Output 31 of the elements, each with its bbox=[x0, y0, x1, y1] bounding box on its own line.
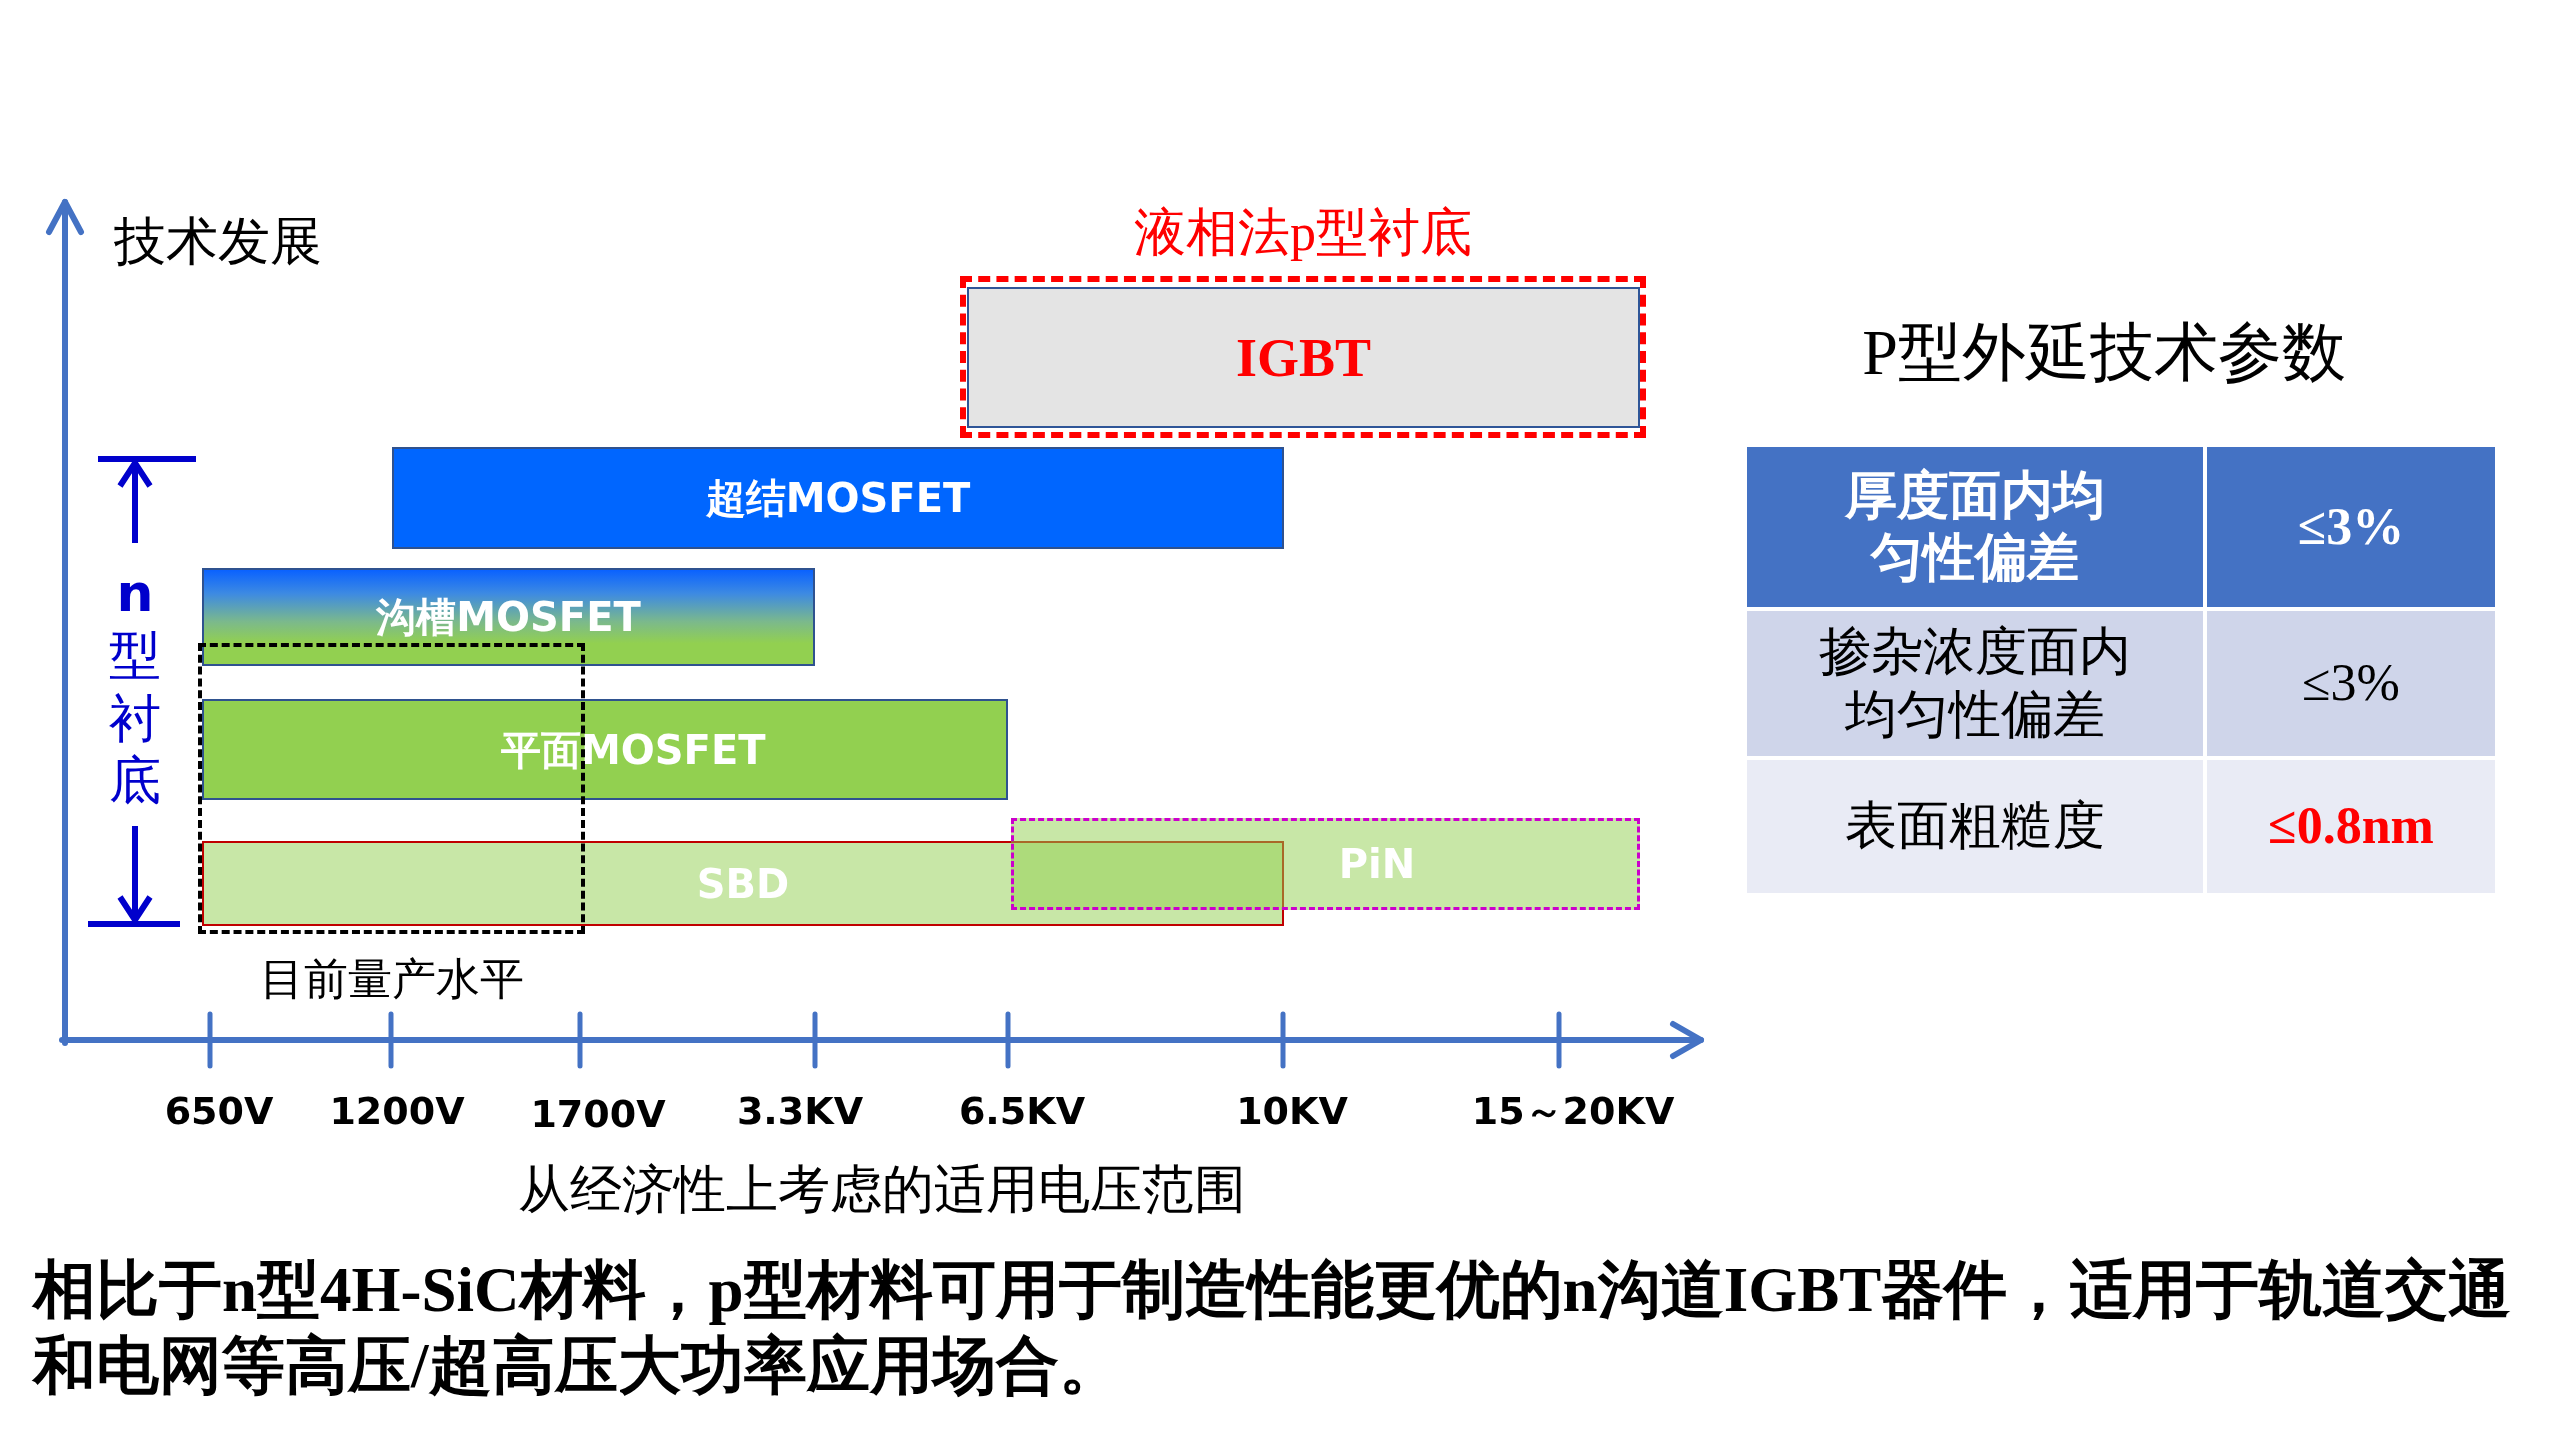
device-bar bbox=[202, 568, 815, 666]
table-header-cell: 厚度面内均匀性偏差 bbox=[1747, 447, 2203, 607]
table-cell: ≤3% bbox=[2207, 611, 2495, 756]
device-bar bbox=[1011, 818, 1640, 910]
tick-label: 6.5KV bbox=[958, 1089, 1086, 1135]
device-bar bbox=[202, 841, 1284, 926]
table-cell: ≤0.8nm bbox=[2207, 760, 2495, 893]
frame-heading: 液相法p型衬底 bbox=[1134, 202, 1472, 263]
bar-label: 超结MOSFET bbox=[705, 474, 971, 522]
tick-label: 15～20KV bbox=[1471, 1089, 1675, 1135]
tick-label: 1700V bbox=[530, 1092, 666, 1138]
tick-label: 650V bbox=[164, 1089, 274, 1135]
bar-label: PiN bbox=[1338, 840, 1416, 888]
bar-label: 沟槽MOSFET bbox=[376, 593, 641, 641]
axis-title: 从经济性上考虑的适用电压范围 bbox=[518, 1159, 1246, 1220]
device-bar bbox=[202, 699, 1008, 800]
caption-text: 相比于n型4H-SiC材料，p型材料可用于制造性能更优的n沟道IGBT器件，适用于轨道交通和电网等高压/超高压大功率应用场合。 bbox=[33, 1254, 2513, 1403]
tick-label: 3.3KV bbox=[736, 1089, 864, 1135]
bar-label: IGBT bbox=[1235, 326, 1372, 390]
range-label: n型衬底 bbox=[109, 562, 161, 812]
device-bar bbox=[392, 447, 1284, 549]
bar-label: SBD bbox=[696, 859, 790, 908]
axis-title: 技术发展 bbox=[114, 211, 322, 272]
table-cell: 掺杂浓度面内均匀性偏差 bbox=[1747, 611, 2203, 756]
frame-label: 目前量产水平 bbox=[259, 953, 524, 1006]
table-title: P型外延技术参数 bbox=[1862, 315, 2346, 390]
bar-label: 平面MOSFET bbox=[501, 725, 766, 774]
tick-label: 10KV bbox=[1236, 1089, 1348, 1135]
table-header-cell: ≤3% bbox=[2207, 447, 2495, 607]
table-cell: 表面粗糙度 bbox=[1747, 760, 2203, 893]
tick-label: 1200V bbox=[329, 1089, 465, 1135]
